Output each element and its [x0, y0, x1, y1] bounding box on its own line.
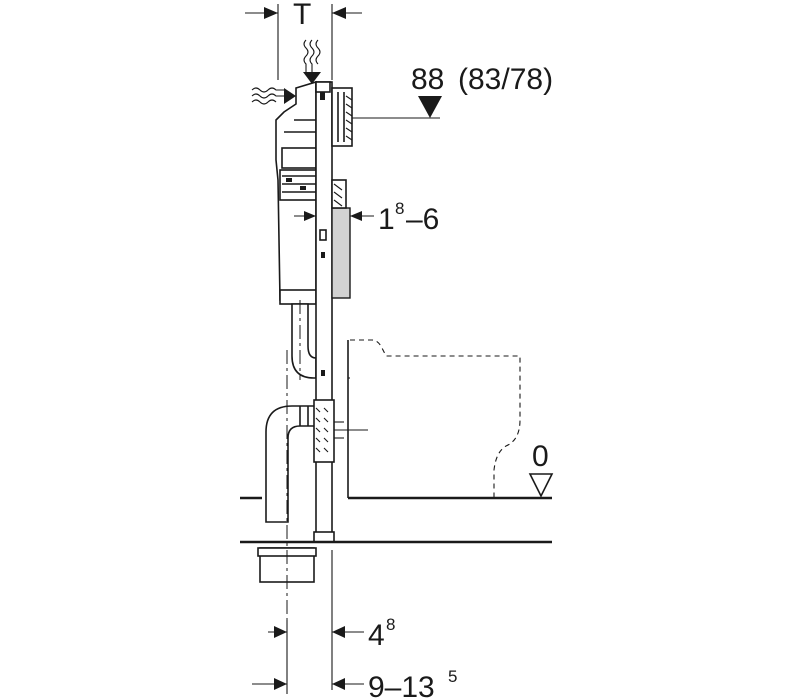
dimension-pipe-offset: 4 8	[268, 550, 395, 690]
floor-level-marker: 0	[528, 440, 554, 498]
dimension-wall-sup: 8	[395, 199, 404, 218]
dimension-pipe-offset-sup: 8	[386, 615, 395, 634]
dimension-floor-offset: 9–13 5	[252, 620, 457, 700]
inlet-arrow-top-icon	[303, 39, 321, 84]
wc-bowl-outline	[348, 339, 521, 498]
floor-level-label: 0	[532, 440, 549, 473]
dimension-floor-offset-main: 9–13	[368, 671, 435, 700]
mounting-frame	[313, 81, 335, 543]
dimension-height: 88 (83/78)	[352, 63, 553, 119]
dimension-wall-suffix: –6	[406, 203, 439, 236]
dimension-height-main: 88	[411, 63, 444, 96]
dimension-wall-prefix: 1	[378, 203, 395, 236]
waste-bend	[265, 399, 368, 523]
cistern	[275, 80, 317, 305]
dimension-t-label: T	[293, 0, 311, 31]
dimension-pipe-offset-main: 4	[368, 619, 385, 652]
dimension-wall: 1 8 –6	[294, 199, 439, 236]
actuator-module	[331, 87, 353, 147]
dimension-floor-offset-sup: 5	[448, 667, 457, 686]
dimension-t: T	[245, 0, 362, 80]
inlet-arrow-side-icon	[251, 87, 296, 105]
dimension-height-alt: (83/78)	[458, 63, 553, 96]
cover-plate	[331, 179, 351, 299]
flush-pipe	[291, 303, 317, 379]
